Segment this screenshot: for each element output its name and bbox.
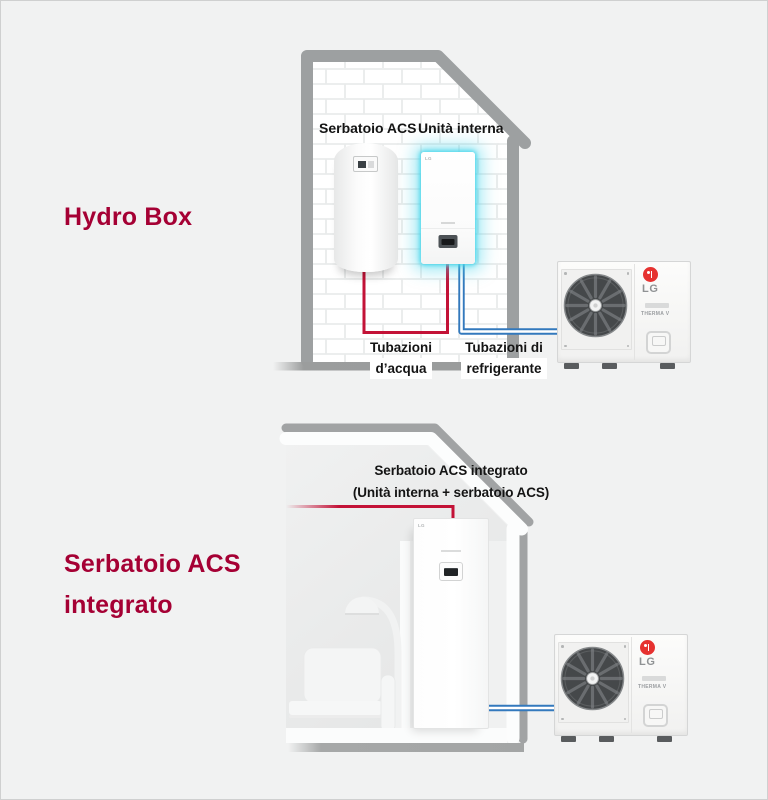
floor	[286, 728, 507, 743]
fan-icon	[560, 646, 625, 711]
floor-lamp	[345, 596, 402, 733]
valve-cover	[646, 331, 671, 354]
panel-seam	[631, 637, 632, 733]
integrated-unit-label: Serbatoio ACS integrato (Unità interna +…	[352, 463, 550, 500]
unit-foot	[660, 363, 675, 369]
energy-badge	[642, 676, 666, 681]
indoor-unit: LG	[421, 152, 475, 264]
unit-foot	[564, 363, 579, 369]
indoor-unit-sticker	[441, 222, 455, 224]
floor-unit-display	[439, 562, 463, 581]
tank-display-screen	[357, 160, 366, 168]
unit-foot	[561, 736, 576, 742]
indoor-unit-label: Unità interna	[418, 120, 504, 136]
lg-wordmark: LG	[639, 656, 656, 668]
outdoor-unit-1: LG THERMA V	[557, 261, 691, 369]
house-1	[273, 50, 531, 371]
energy-badge	[645, 303, 669, 308]
section-title-integrated: Serbatoio ACS integrato	[64, 544, 241, 626]
water-pipe-1	[362, 263, 449, 334]
tank-display	[353, 156, 378, 172]
sofa	[289, 647, 396, 733]
lg-logo-icon	[640, 640, 655, 655]
lg-mark: LG	[425, 156, 432, 161]
model-label: THERMA V	[638, 684, 667, 690]
water-pipe-2	[286, 505, 455, 519]
indoor-unit-seam	[421, 228, 475, 229]
refrigerant-pipe-label: Tubazioni di refrigerante	[453, 337, 555, 379]
fan-icon	[563, 273, 628, 338]
section-title-hydro-box: Hydro Box	[64, 203, 193, 231]
unit-foot	[657, 736, 672, 742]
integrated-floor-unit: LG	[413, 518, 489, 729]
lg-mark: LG	[418, 523, 425, 528]
dhw-tank	[334, 143, 398, 272]
alcove-wall-edge	[400, 541, 410, 729]
title-line: Serbatoio ACS	[64, 550, 241, 578]
tank-label: Serbatoio ACS	[319, 120, 417, 136]
unit-foot	[599, 736, 614, 742]
valve-cover	[643, 704, 668, 727]
water-pipe-label: Tubazioni d’acqua	[353, 337, 449, 379]
tank-display-button	[367, 160, 374, 168]
unit-foot	[602, 363, 617, 369]
model-label: THERMA V	[641, 311, 670, 317]
panel-seam	[634, 264, 635, 360]
title-line: integrato	[64, 591, 173, 619]
ground-line-2	[288, 743, 524, 752]
outdoor-unit-2: LG THERMA V	[554, 634, 688, 742]
lg-logo-icon	[643, 267, 658, 282]
lg-wordmark: LG	[642, 283, 659, 295]
indoor-unit-display	[438, 235, 458, 248]
refrigerant-pipe-1	[458, 263, 558, 335]
floor-unit-sticker	[441, 550, 461, 552]
